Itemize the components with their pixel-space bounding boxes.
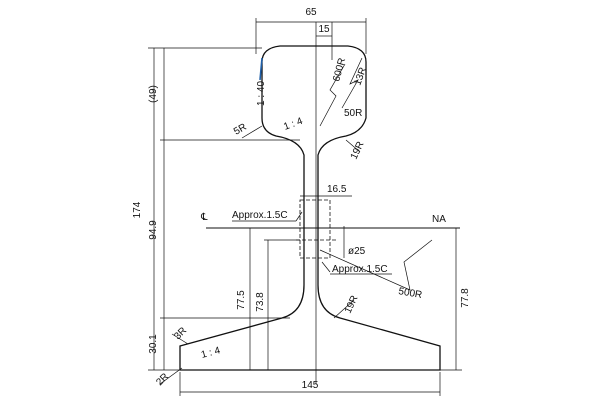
web-radius-leader <box>319 239 433 291</box>
bolt-hole-height-label: 77.5 <box>236 290 247 310</box>
na-height-label: 77.8 <box>460 288 471 308</box>
head-side-radius-label: 50R <box>344 108 362 119</box>
foot-edge-radius-leader <box>171 333 189 345</box>
head-corner-radius-leader <box>341 57 363 109</box>
head-underside-radius-leader <box>241 125 263 139</box>
upper-chamfer-leader <box>295 211 303 222</box>
foot-width-label: 145 <box>302 380 319 391</box>
bolt-center-height-label: 73.8 <box>255 292 266 312</box>
upper-fillet-label: 19R <box>349 140 367 161</box>
web-height-label: 94.9 <box>148 220 159 240</box>
foot-slope-label: 1 : 4 <box>200 345 222 361</box>
upper-fillet-leader <box>345 139 361 153</box>
upper-chamfer-label: Approx.1.5C <box>232 210 288 221</box>
bolt-diameter-label: ø25 <box>348 246 366 257</box>
head-underside-slope-label: 1 : 4 <box>282 116 304 133</box>
head-top-radius-label: 600R <box>331 57 348 83</box>
web-thickness-label: 15 <box>318 24 330 35</box>
lower-chamfer-leader <box>321 261 331 273</box>
head-height-label: (49) <box>148 85 159 103</box>
lower-fillet-label: 19R <box>343 294 361 315</box>
centerline-symbol: ℄ <box>200 212 208 223</box>
foot-edge-radius-label: 3R <box>172 325 189 342</box>
foot-corner-radius-leader <box>159 367 183 385</box>
foot-height-label: 30.1 <box>148 334 159 354</box>
bolt-hole-outline <box>299 199 331 259</box>
head-width-label: 65 <box>305 7 317 18</box>
lower-chamfer-label: Approx.1.5C <box>332 264 388 275</box>
head-slope-label: 1 : 40 <box>256 81 267 106</box>
rail-profile-outline <box>179 45 441 371</box>
total-height-label: 174 <box>132 201 143 218</box>
head-top-radius-leader <box>319 63 346 127</box>
neutral-axis-label: NA <box>432 214 446 225</box>
web-radius-label: 500R <box>397 286 422 301</box>
web-na-thickness-label: 16.5 <box>327 184 347 195</box>
foot-corner-radius-label: 2R <box>154 371 171 388</box>
lower-fillet-leader <box>333 299 355 319</box>
head-side-accent <box>259 57 263 81</box>
